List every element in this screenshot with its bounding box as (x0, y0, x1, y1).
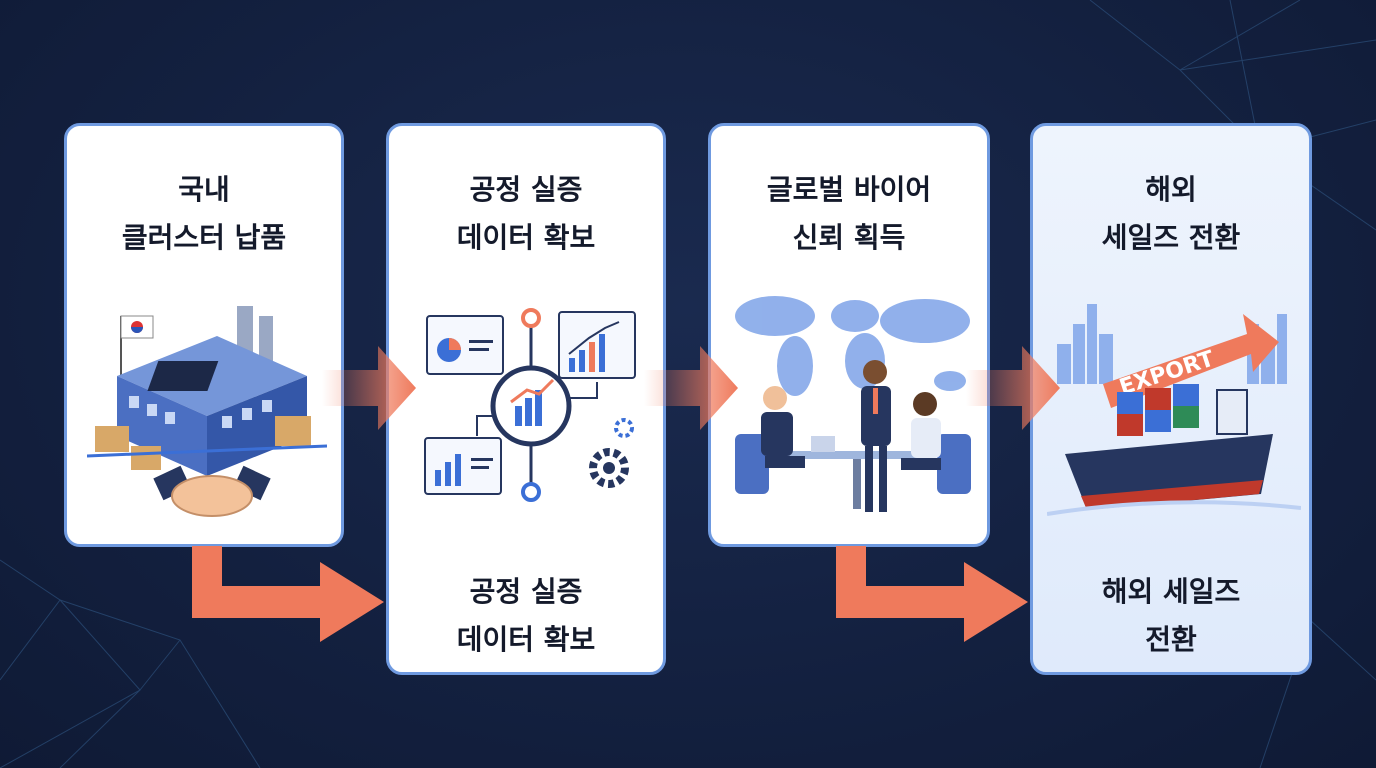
step-2-bottom-label: 공정 실증 데이터 확보 (389, 568, 663, 664)
step-card-domestic: 국내 클러스터 납품 (64, 123, 344, 547)
flow-arrow-right (644, 346, 738, 430)
cargo-ship-icon (1065, 384, 1273, 510)
node-dot-icon (521, 308, 541, 328)
person-seated-left-icon (735, 386, 805, 494)
person-seated-right-icon (901, 392, 971, 494)
export-arrow-icon (1103, 314, 1279, 408)
node-dot-icon (521, 482, 541, 502)
line-chart-panel-icon (424, 437, 502, 495)
step-2-bottom-line-1: 공정 실증 (469, 575, 583, 608)
flow-arrow-right (966, 346, 1060, 430)
factory-handshake-illustration (87, 306, 327, 517)
step-4-bottom-line-1: 해외 세일즈 (1101, 575, 1241, 608)
step-3-title-line-1: 글로벌 바이어 (766, 173, 932, 206)
step-4-title: 해외 세일즈 전환 (1033, 166, 1309, 262)
flow-arrow-right (322, 346, 416, 430)
handshake-icon (153, 465, 271, 517)
gear-icon (589, 448, 629, 488)
export-ship-illustration: EXPORT (1047, 304, 1301, 516)
step-1-title: 국내 클러스터 납품 (67, 166, 341, 262)
gear-small-icon (614, 418, 634, 438)
pie-chart-panel-icon (426, 315, 504, 375)
step-card-process-data: 공정 실증 데이터 확보 (386, 123, 666, 675)
meeting-table-icon (785, 451, 935, 509)
step-2-bottom-line-2: 데이터 확보 (456, 623, 596, 656)
bar-chart-panel-icon (558, 311, 636, 379)
step-1-title-line-1: 국내 (178, 173, 230, 206)
step-3-title: 글로벌 바이어 신뢰 획득 (711, 166, 987, 262)
step-card-global-trust: 글로벌 바이어 신뢰 획득 (708, 123, 990, 547)
step-4-title-line-2: 세일즈 전환 (1101, 221, 1241, 254)
world-map-icon (735, 296, 970, 396)
step-1-title-line-2: 클러스터 납품 (121, 221, 287, 254)
laptop-icon (811, 436, 835, 452)
step-3-title-line-2: 신뢰 획득 (792, 221, 906, 254)
central-analytics-icon (490, 365, 572, 447)
flow-arrow-elbow (192, 546, 384, 642)
step-2-title-line-2: 데이터 확보 (456, 221, 596, 254)
cargo-box-icon (95, 416, 311, 470)
person-standing-presenter-icon (861, 360, 891, 512)
step-2-title-line-1: 공정 실증 (469, 173, 583, 206)
korean-flag-icon (120, 315, 154, 339)
buyer-meeting-illustration (735, 296, 971, 512)
step-4-title-line-1: 해외 (1145, 173, 1197, 206)
flow-arrow-elbow (836, 546, 1028, 642)
step-4-bottom-line-2: 전환 (1145, 623, 1197, 656)
step-card-overseas-sales: 해외 세일즈 전환 EXPORT 해외 세일즈 전환 (1030, 123, 1312, 675)
data-dashboard-illustration (424, 308, 636, 502)
step-2-title: 공정 실증 데이터 확보 (389, 166, 663, 262)
step-4-bottom-label: 해외 세일즈 전환 (1033, 568, 1309, 664)
